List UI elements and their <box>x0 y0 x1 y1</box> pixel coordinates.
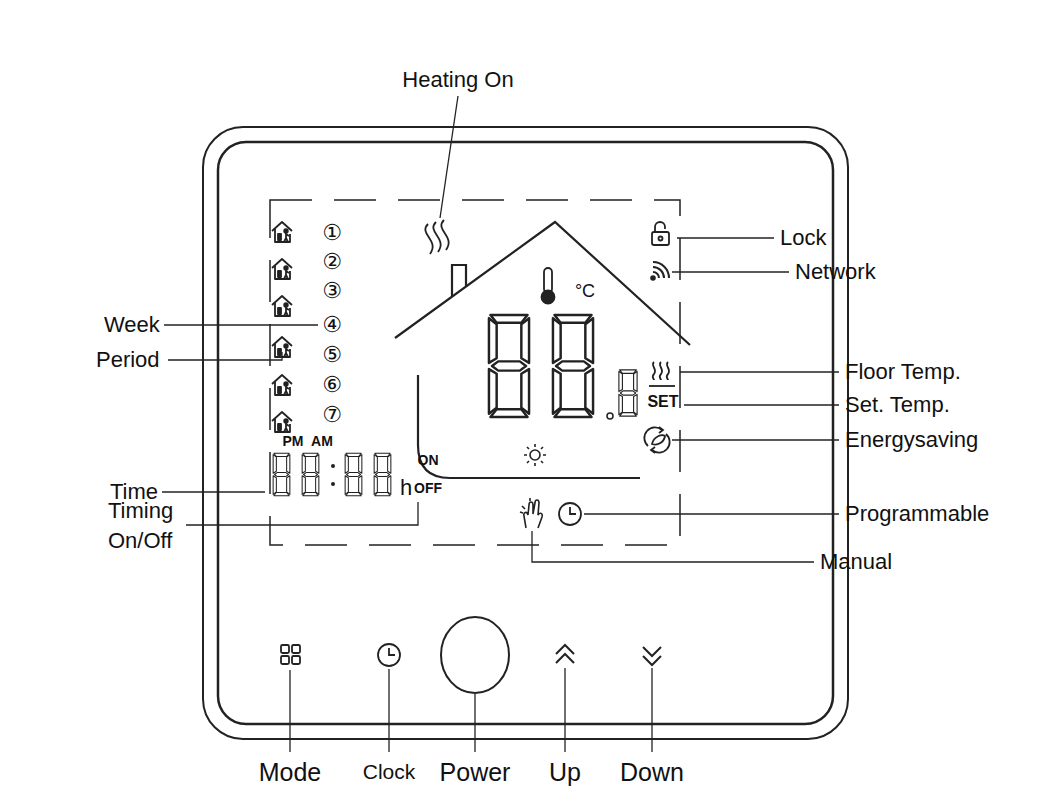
display-indicator: h <box>400 475 412 501</box>
callout-label: Week <box>104 312 160 338</box>
callout-label: Network <box>795 259 876 285</box>
sun-icon <box>524 444 546 466</box>
callout-label: Heating On <box>402 67 513 93</box>
floor-temp-icon <box>649 362 675 386</box>
week-number: ② <box>322 251 342 273</box>
week-number: ⑤ <box>322 344 342 366</box>
up-button <box>556 645 574 663</box>
thermometer-icon <box>542 268 555 304</box>
callout-label: Period <box>96 347 160 373</box>
week-number: ④ <box>322 314 342 336</box>
button-label: Down <box>620 757 684 787</box>
week-number: ① <box>322 222 342 244</box>
network-icon <box>651 262 669 280</box>
house-outline <box>395 222 690 478</box>
lock-icon <box>652 222 669 245</box>
device-housing <box>203 127 848 739</box>
display-indicator: °C <box>575 281 595 303</box>
clock-button <box>378 644 400 666</box>
period-icons <box>272 222 292 432</box>
energysaving-icon <box>644 427 669 453</box>
button-label: Clock <box>363 759 416 784</box>
callout-label: Energysaving <box>845 427 978 453</box>
display-indicator: OFF <box>414 480 442 497</box>
week-number: ⑦ <box>322 404 342 426</box>
display-frame <box>270 200 680 545</box>
button-label: Up <box>549 757 581 787</box>
callout-label: Manual <box>820 549 892 575</box>
callout-label: Lock <box>780 225 826 251</box>
display-indicator: ON <box>418 452 439 469</box>
leader-lines <box>162 96 839 752</box>
callout-label: Floor Temp. <box>845 359 961 385</box>
heating-icon <box>425 220 448 254</box>
manual-icon <box>520 498 542 528</box>
callout-label: Programmable <box>845 501 989 527</box>
time-digits <box>273 453 391 495</box>
callout-label: Set. Temp. <box>845 392 950 418</box>
button-label: Power <box>440 757 511 787</box>
temperature-digits <box>489 315 637 419</box>
down-button <box>643 647 661 665</box>
clock-icon <box>559 503 581 525</box>
callout-label: Timing On/Off <box>108 496 182 555</box>
display-indicator: SET <box>647 392 678 411</box>
button-label: Mode <box>259 757 322 787</box>
week-number: ⑥ <box>322 374 342 396</box>
display-indicator: PM <box>283 433 304 450</box>
mode-button <box>281 645 300 664</box>
week-number: ③ <box>322 280 342 302</box>
power-button <box>441 617 509 693</box>
display-indicator: AM <box>311 433 333 450</box>
